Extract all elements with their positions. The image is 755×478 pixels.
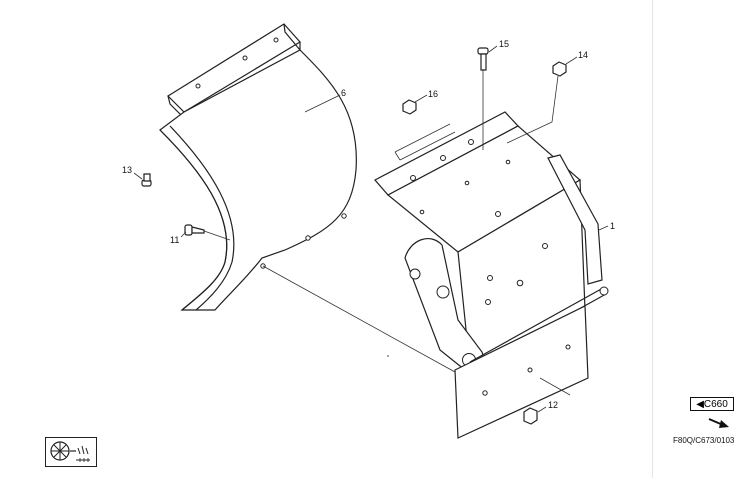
leader-line bbox=[304, 94, 341, 113]
callout-14: 14 bbox=[578, 50, 588, 60]
stray-dot bbox=[387, 355, 389, 357]
callout-11: 11 bbox=[170, 235, 179, 245]
left-triangle-arrow-icon: ◀ bbox=[696, 399, 704, 410]
nut-14-part bbox=[506, 61, 567, 144]
bolt-15-part bbox=[477, 47, 489, 150]
nut-12-part bbox=[523, 407, 538, 425]
diagonal-arrow-down-right-icon bbox=[708, 418, 729, 428]
leader-line bbox=[180, 231, 187, 238]
callout-13: 13 bbox=[122, 165, 132, 175]
callout-15: 15 bbox=[499, 39, 509, 49]
leader-line bbox=[488, 45, 498, 53]
callout-16: 16 bbox=[428, 89, 438, 99]
bolt-11-part bbox=[184, 224, 231, 241]
leader-line bbox=[414, 94, 428, 103]
cross-reference-link-c660[interactable]: ◀C660 bbox=[690, 397, 734, 411]
assembly-line bbox=[262, 265, 456, 373]
cross-reference-label: C660 bbox=[703, 399, 728, 410]
callout-12: 12 bbox=[548, 400, 558, 410]
page-edge-rule bbox=[652, 0, 653, 478]
bolt-13-part bbox=[141, 173, 152, 187]
fan-engine-symbol-icon bbox=[45, 437, 97, 467]
assembly-line bbox=[539, 377, 571, 396]
drawing-code: F80Q/C673/0103 bbox=[673, 436, 735, 445]
leader-line bbox=[598, 225, 609, 231]
leader-line bbox=[537, 406, 547, 413]
leader-line bbox=[565, 56, 578, 65]
callout-6: 6 bbox=[341, 88, 346, 98]
bracket-assembly-part bbox=[374, 111, 609, 439]
callout-1: 1 bbox=[610, 221, 615, 231]
curved-cover-part bbox=[159, 23, 357, 311]
nut-16-part bbox=[402, 99, 417, 115]
assembly-line bbox=[394, 123, 456, 161]
leader-line bbox=[133, 172, 143, 180]
